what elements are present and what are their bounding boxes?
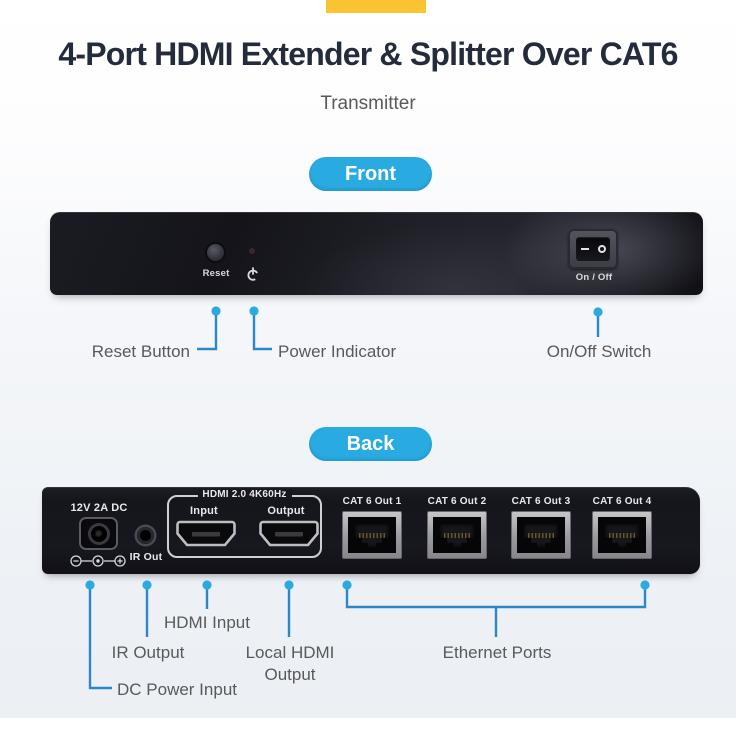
switch-circle-mark — [597, 245, 606, 253]
reset-button — [207, 244, 224, 261]
ir-out-label: IR Out — [129, 551, 163, 563]
ethernet-bracket-line — [342, 580, 650, 637]
dc-polarity-icon — [70, 555, 126, 567]
power-icon — [247, 267, 259, 281]
on-off-label: On / Off — [575, 272, 613, 283]
callout-hdmi-input: HDMI Input — [164, 613, 250, 632]
callout-ethernet-ports: Ethernet Ports — [442, 643, 552, 662]
cat6-port-2-label: CAT 6 Out 2 — [427, 496, 487, 507]
cat6-port-4-module: CAT 6 Out 4 — [590, 496, 654, 562]
hdmi-output-port — [259, 520, 319, 547]
switch-line-mark — [580, 248, 589, 250]
cat6-port-1-module: CAT 6 Out 1 — [340, 496, 404, 562]
rj45-port-1 — [342, 511, 402, 559]
cat6-port-1-label: CAT 6 Out 1 — [342, 496, 402, 507]
bottom-margin — [0, 718, 736, 736]
page-subtitle: Transmitter — [320, 93, 416, 114]
callout-ir-output: IR Output — [111, 643, 185, 662]
hdmi-group-label: HDMI 2.0 4K60Hz — [197, 489, 292, 500]
ir-out-jack — [137, 527, 154, 544]
front-panel-device: Reset On / Off — [50, 212, 703, 295]
switch-leader-line — [593, 307, 603, 337]
rocker — [576, 237, 610, 261]
rj45-port-4 — [592, 511, 652, 559]
hdmi-input-port — [176, 520, 236, 547]
back-view-badge: Back — [309, 427, 432, 461]
reset-leader-line — [197, 306, 221, 351]
dc-leader-line — [85, 580, 112, 690]
hdmi-output-label: Output — [267, 505, 305, 517]
rj45-port-3 — [511, 511, 571, 559]
callout-on-off-switch: On/Off Switch — [546, 342, 652, 361]
reset-button-label: Reset — [202, 268, 230, 279]
on-off-switch — [568, 229, 618, 269]
hdmi-input-leader-line — [202, 580, 212, 609]
cat6-port-4-label: CAT 6 Out 4 — [592, 496, 652, 507]
cat6-port-2-module: CAT 6 Out 2 — [425, 496, 489, 562]
cat6-port-3-label: CAT 6 Out 3 — [511, 496, 571, 507]
callout-local-hdmi-output: Local HDMI Output — [245, 643, 335, 685]
page-title: 4-Port HDMI Extender & Splitter Over CAT… — [58, 36, 678, 72]
dc-power-jack — [79, 517, 118, 550]
hdmi-input-label: Input — [190, 505, 218, 517]
brand-tab — [326, 0, 426, 13]
power-led — [249, 248, 255, 254]
callout-power-indicator: Power Indicator — [278, 342, 397, 361]
dc-input-label: 12V 2A DC — [70, 502, 128, 514]
cat6-port-3-module: CAT 6 Out 3 — [509, 496, 573, 562]
power-leader-line — [249, 306, 272, 351]
back-panel-device: 12V 2A DC IR Out HDMI 2.0 4K60Hz Input O… — [42, 487, 700, 574]
rj45-port-2 — [427, 511, 487, 559]
callout-reset-button: Reset Button — [91, 342, 190, 361]
hdmi-group-outline: HDMI 2.0 4K60Hz Input Output — [167, 489, 322, 558]
front-view-badge: Front — [309, 157, 432, 191]
dc-jack-pin — [95, 530, 102, 537]
dc-jack-hole — [87, 522, 110, 545]
local-hdmi-leader-line — [284, 580, 294, 637]
callout-dc-power-input: DC Power Input — [117, 680, 237, 699]
